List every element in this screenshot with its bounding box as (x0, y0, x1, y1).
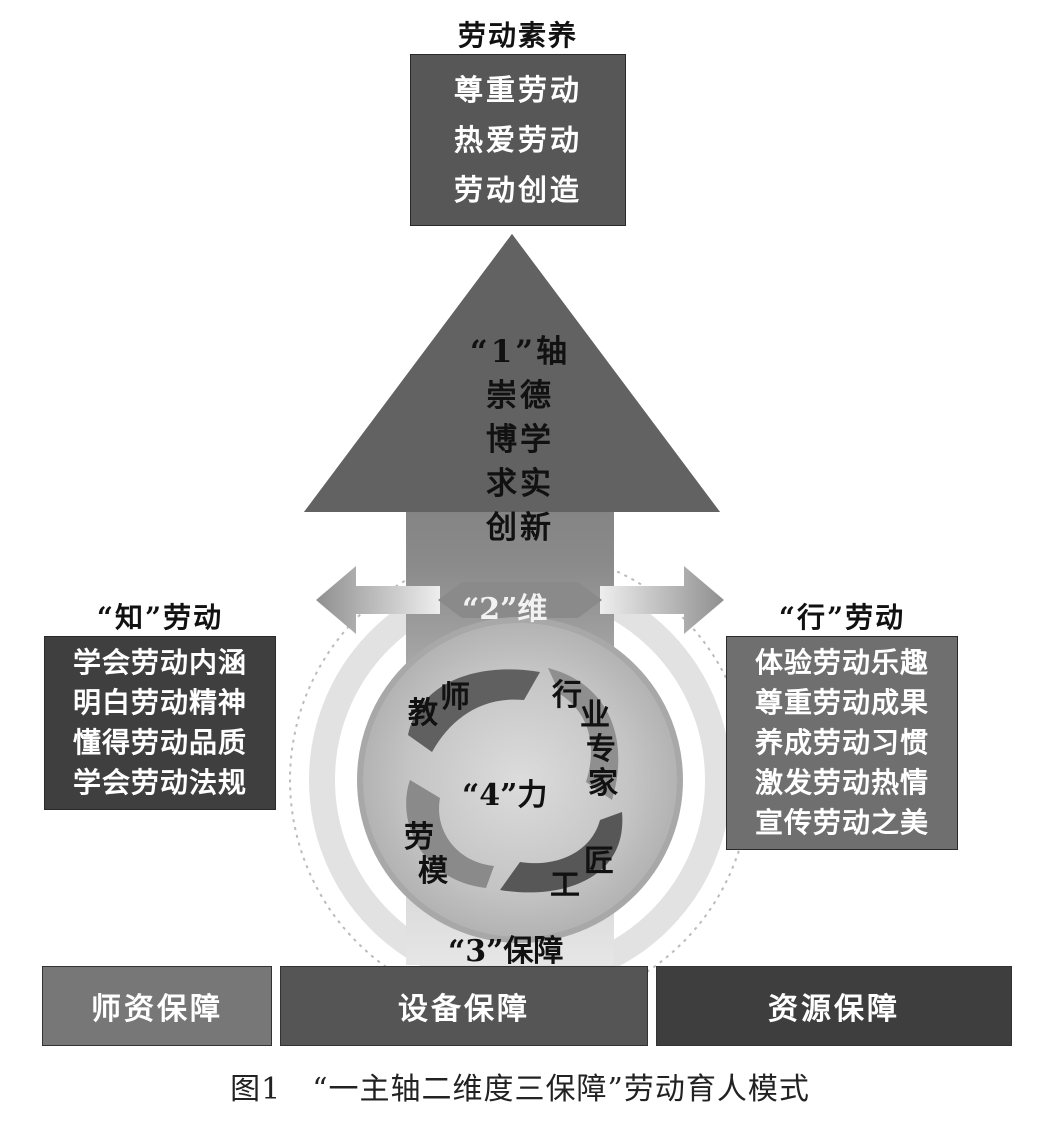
left-item: 学会劳动内涵 (72, 646, 247, 679)
bar-teacher-guarantee: 师资保障 (42, 966, 272, 1046)
figure-caption: 图1 “一主轴二维度三保障”劳动育人模式 (230, 1072, 810, 1107)
arrow-head-shade (304, 234, 720, 512)
left-item: 学会劳动法规 (72, 766, 247, 799)
axis-item: 求实 (486, 466, 554, 502)
teacher-char-2: 师 (440, 680, 470, 715)
right-item: 养成劳动习惯 (754, 726, 929, 759)
right-item: 体验劳动乐趣 (754, 646, 929, 679)
blade-expert (548, 668, 619, 800)
dimension-label: “2”维 (462, 592, 548, 627)
axis-title: “1”轴 (469, 334, 571, 370)
left-box: 学会劳动内涵 明白劳动精神 懂得劳动品质 学会劳动法规 (44, 636, 276, 810)
top-item: 尊重劳动 (453, 73, 582, 107)
right-item: 尊重劳动成果 (754, 686, 929, 719)
left-double-arrow (316, 566, 440, 634)
bar-equipment-guarantee: 设备保障 (280, 966, 648, 1046)
top-item: 热爱劳动 (453, 123, 582, 157)
expert-char-1: 行 (552, 678, 582, 713)
model-char-1: 劳 (404, 820, 434, 855)
right-box: 体验劳动乐趣 尊重劳动成果 养成劳动习惯 激发劳动热情 宣传劳动之美 (726, 636, 958, 850)
right-item: 宣传劳动之美 (754, 806, 929, 839)
guarantee-label: “3”保障 (448, 934, 564, 969)
bar-resource-guarantee: 资源保障 (656, 966, 1012, 1046)
blade-model (406, 780, 494, 888)
middle-double-arrow (438, 582, 602, 618)
expert-char-3: 专 (586, 732, 616, 767)
top-item: 劳动创造 (453, 173, 582, 207)
craftsman-char-2: 匠 (584, 844, 614, 879)
axis-text: “1”轴 崇德 博学 求实 创新 (420, 330, 620, 550)
expert-char-2: 业 (580, 698, 610, 733)
craftsman-char-1: 工 (550, 868, 580, 903)
force-center-label: “4”力 (462, 778, 548, 813)
left-title: “知”劳动 (96, 601, 224, 634)
top-title: 劳动素养 (457, 19, 578, 52)
right-double-arrow (600, 566, 724, 634)
right-title: “行”劳动 (778, 601, 906, 634)
model-char-2: 模 (418, 854, 448, 889)
left-item: 明白劳动精神 (72, 686, 247, 719)
blade-teacher (408, 669, 540, 752)
top-box: 尊重劳动 热爱劳动 劳动创造 (410, 54, 626, 226)
teacher-char-1: 教 (408, 696, 438, 731)
axis-item: 崇德 (486, 378, 554, 414)
axis-item: 博学 (486, 422, 554, 458)
right-item: 激发劳动热情 (754, 766, 929, 799)
blade-craftsman (500, 812, 623, 893)
axis-item: 创新 (486, 510, 554, 546)
expert-char-4: 家 (588, 766, 618, 801)
left-item: 懂得劳动品质 (72, 726, 247, 759)
